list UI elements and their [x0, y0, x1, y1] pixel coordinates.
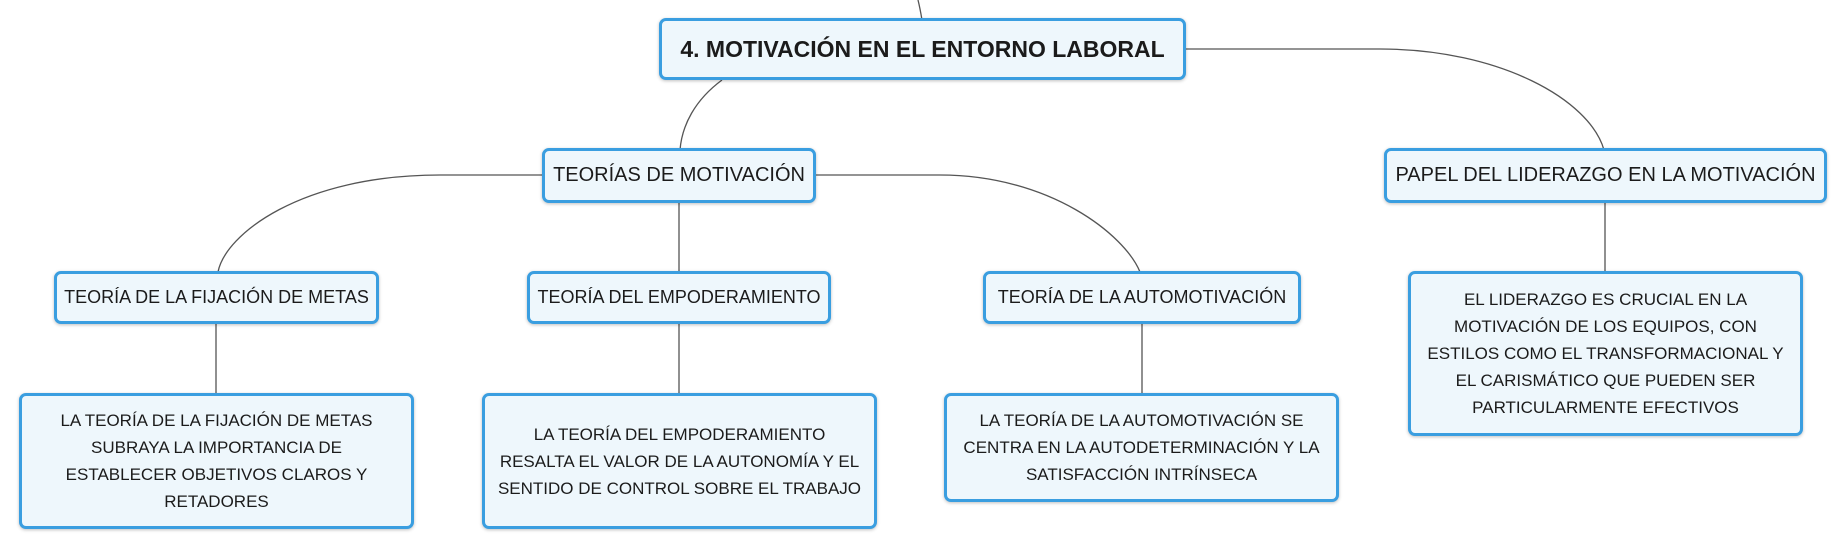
root-node[interactable]: 4. MOTIVACIÓN EN EL ENTORNO LABORAL: [659, 18, 1186, 80]
branch-node-leadership[interactable]: PAPEL DEL LIDERAZGO EN LA MOTIVACIÓN: [1384, 148, 1827, 203]
topic-node-self-motivation[interactable]: TEORÍA DE LA AUTOMOTIVACIÓN: [983, 271, 1301, 324]
topic-node-empowerment[interactable]: TEORÍA DEL EMPODERAMIENTO: [527, 271, 831, 324]
connector-parent-root: [917, 0, 923, 21]
connector-root-theories: [679, 79, 723, 151]
detail-node-text: LA TEORÍA DE LA FIJACIÓN DE METAS SUBRAY…: [60, 411, 373, 511]
topic-node-label: TEORÍA DEL EMPODERAMIENTO: [537, 287, 821, 307]
connector-theories-selfmotivation: [815, 174, 1141, 273]
connector-root-leadership: [1185, 48, 1605, 151]
detail-node-text: LA TEORÍA DE LA AUTOMOTIVACIÓN SE CENTRA…: [963, 411, 1320, 484]
detail-node-self-motivation[interactable]: LA TEORÍA DE LA AUTOMOTIVACIÓN SE CENTRA…: [944, 393, 1339, 502]
detail-node-text: LA TEORÍA DEL EMPODERAMIENTO RESALTA EL …: [497, 424, 862, 498]
branch-node-label: TEORÍAS DE MOTIVACIÓN: [553, 164, 805, 186]
topic-node-goal-setting[interactable]: TEORÍA DE LA FIJACIÓN DE METAS: [54, 271, 379, 324]
detail-node-empowerment[interactable]: LA TEORÍA DEL EMPODERAMIENTO RESALTA EL …: [482, 393, 877, 529]
detail-node-leadership[interactable]: EL LIDERAZGO ES CRUCIAL EN LA MOTIVACIÓN…: [1408, 271, 1803, 436]
root-node-label: 4. MOTIVACIÓN EN EL ENTORNO LABORAL: [680, 35, 1165, 62]
topic-node-label: TEORÍA DE LA AUTOMOTIVACIÓN: [997, 287, 1287, 307]
detail-node-goal-setting[interactable]: LA TEORÍA DE LA FIJACIÓN DE METAS SUBRAY…: [19, 393, 414, 529]
detail-node-text: EL LIDERAZGO ES CRUCIAL EN LA MOTIVACIÓN…: [1427, 290, 1784, 417]
topic-node-label: TEORÍA DE LA FIJACIÓN DE METAS: [64, 287, 369, 307]
branch-node-label: PAPEL DEL LIDERAZGO EN LA MOTIVACIÓN: [1395, 164, 1816, 186]
branch-node-theories[interactable]: TEORÍAS DE MOTIVACIÓN: [542, 148, 816, 203]
connector-theories-goals: [217, 174, 544, 273]
